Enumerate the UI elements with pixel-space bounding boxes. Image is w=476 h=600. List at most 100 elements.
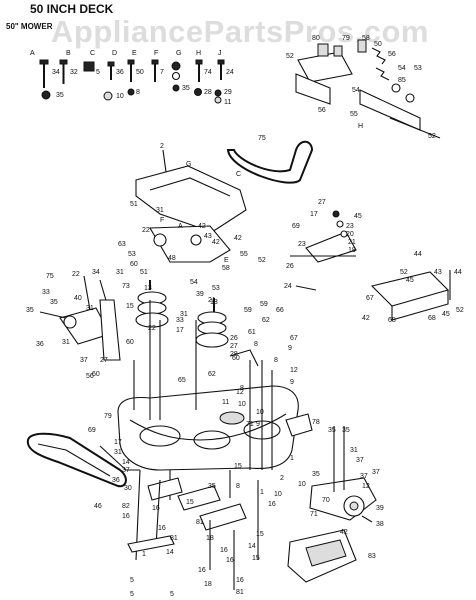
callout: 27: [318, 199, 326, 206]
callout: 60: [92, 371, 100, 378]
callout: 21: [208, 297, 216, 304]
hardware-bottom-numbers: 35 10 8 35 28 29 11: [56, 85, 232, 106]
callout: 51: [140, 269, 148, 276]
callout: 12: [290, 367, 298, 374]
callout: 56: [318, 107, 326, 114]
hw-number: 50: [136, 69, 144, 76]
callout: 80: [312, 35, 320, 42]
callout: 35: [328, 427, 336, 434]
height-adjust-bracket: 52 80 79 58 50 56 54 53 85 54 56 55 52 H: [286, 35, 441, 140]
callout: 9: [288, 345, 292, 352]
callout: 35: [50, 299, 58, 306]
right-linkage: 65 62 12 60 59 59 66 62 61 8 67 9 8 12 9…: [92, 300, 298, 470]
callout: 42: [362, 315, 370, 322]
hw-number: 10: [116, 93, 124, 100]
callout: 78: [312, 419, 320, 426]
callout: 37: [122, 467, 130, 474]
callout: 27: [100, 357, 108, 364]
callout: 14: [248, 543, 256, 550]
callout: 37: [356, 457, 364, 464]
callout: 31: [116, 269, 124, 276]
callout: 73: [122, 283, 130, 290]
hw-number: 32: [70, 69, 78, 76]
hw-number: 34: [52, 69, 60, 76]
callout: 62: [208, 371, 216, 378]
left-linkage: 35 36 75 33 35 22 34 31 40 31 31 37 27 5…: [26, 269, 124, 380]
callout: 44: [454, 269, 462, 276]
callout: 21: [348, 239, 356, 246]
callout: 43: [434, 269, 442, 276]
callout: 75: [46, 273, 54, 280]
callout: 43: [204, 233, 212, 240]
callout: 16: [226, 557, 234, 564]
hw-letter: B: [66, 50, 71, 57]
callout: 50: [374, 41, 382, 48]
callout: 15: [256, 531, 264, 538]
callout: 37: [80, 357, 88, 364]
callout: 62: [262, 317, 270, 324]
callout: 18: [206, 535, 214, 542]
callout: 26: [286, 263, 294, 270]
diagram-subtitle: 50" MOWER: [6, 22, 53, 31]
callout: 8: [274, 357, 278, 364]
letter-callout: A: [178, 223, 183, 230]
callout: 53: [414, 65, 422, 72]
callout: 75: [258, 135, 266, 142]
hw-letter: D: [112, 50, 117, 57]
callout: 81: [196, 519, 204, 526]
hw-number: 36: [116, 69, 124, 76]
callout: 16: [158, 525, 166, 532]
letter-callout: F: [160, 217, 164, 224]
callout: 9: [256, 421, 260, 428]
callout: 40: [74, 295, 82, 302]
callout: 35: [208, 483, 216, 490]
diagram-title: 50 INCH DECK: [30, 2, 114, 16]
callout: 58: [222, 265, 230, 272]
callout: 38: [376, 521, 384, 528]
callout: 31: [156, 207, 164, 214]
letter-callout: C: [236, 171, 241, 178]
hardware-top-numbers: 34 32 5 36 50 7 74 24: [52, 69, 234, 76]
rear-bracket: 44 52 45 43 44 52 45 67 42 68 68: [362, 251, 464, 324]
mower-deck: 79 69 17 31 14 11 71 1 15: [88, 385, 299, 500]
callout: 67: [366, 295, 374, 302]
callout: 13: [210, 299, 218, 306]
hw-number: 35: [182, 85, 190, 92]
hw-letter: E: [132, 50, 137, 57]
callout: 63: [118, 241, 126, 248]
callout: 59: [244, 307, 252, 314]
callout: 31: [350, 447, 358, 454]
hw-number: 7: [160, 69, 164, 76]
callout: 1: [290, 455, 294, 462]
callout: 60: [232, 355, 240, 362]
hw-letter: H: [196, 50, 201, 57]
callout: 52: [456, 307, 464, 314]
callout: 37: [372, 469, 380, 476]
callout: 18: [348, 247, 356, 254]
letter-callout: H: [358, 123, 363, 130]
callout: 10: [274, 491, 282, 498]
callout: 45: [354, 213, 362, 220]
callout: 35: [26, 307, 34, 314]
callout: 23: [346, 223, 354, 230]
callout: 65: [178, 377, 186, 384]
callout: 52: [258, 257, 266, 264]
callout: 52: [286, 53, 294, 60]
callout: 61: [248, 329, 256, 336]
callout: 31: [114, 449, 122, 456]
callout: 1: [260, 489, 264, 496]
callout: 45: [442, 311, 450, 318]
callout: 15: [186, 499, 194, 506]
callout: 16: [268, 501, 276, 508]
callout: 16: [220, 547, 228, 554]
lower-linkage: 37 36 30 82 16 16 15 35 8 1 2 10 16 81 1…: [112, 467, 284, 598]
callout: 5: [170, 591, 174, 598]
hw-number: 74: [204, 69, 212, 76]
callout: 51: [130, 201, 138, 208]
callout: 12: [362, 483, 370, 490]
belt-cover: 2 G C: [135, 143, 247, 233]
callout: 22: [148, 325, 156, 332]
callout: 48: [168, 255, 176, 262]
callout: 2: [280, 475, 284, 482]
